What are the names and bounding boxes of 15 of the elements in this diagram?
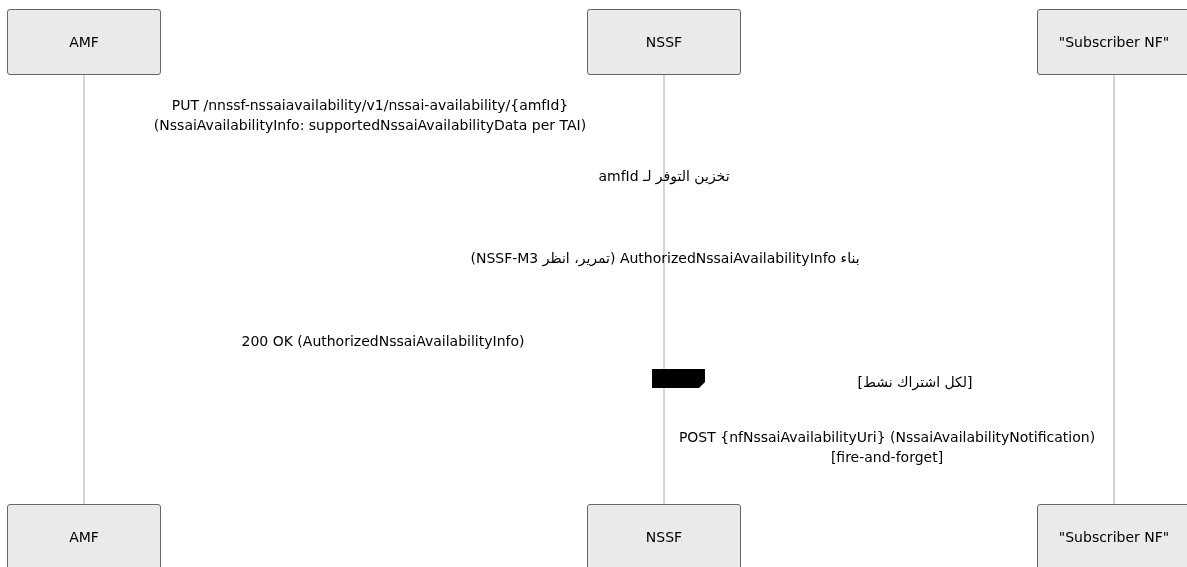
lifeline (83, 74, 85, 505)
participant-box: "Subscriber NF" (1037, 9, 1187, 75)
participant-box: "Subscriber NF" (1037, 504, 1187, 567)
note-text: تخزين التوفر لـ amfId (597, 167, 731, 186)
message-label: PUT /nnssf-nssaiavailability/v1/nssai-availability/{amfId} (NssaiAvailabilityInfo: supportedNssaiAvailabilityData per TAI) (152, 96, 588, 135)
participant-box: NSSF (587, 9, 741, 75)
loop-condition: [لكل اشتراك نشط] (856, 373, 974, 392)
participant-box: AMF (7, 504, 161, 567)
lifeline (663, 74, 665, 505)
message-label: POST {nfNssaiAvailabilityUri} (NssaiAvailabilityNotification) [fire-and-forget] (677, 428, 1097, 467)
participant-box: NSSF (587, 504, 741, 567)
message-label: 200 OK (AuthorizedNssaiAvailabilityInfo) (240, 332, 526, 351)
lifeline (1113, 74, 1115, 505)
participant-box: AMF (7, 9, 161, 75)
note-text: بناء AuthorizedNssaiAvailabilityInfo (تمرير، انظر NSSF-M3) (469, 249, 861, 268)
